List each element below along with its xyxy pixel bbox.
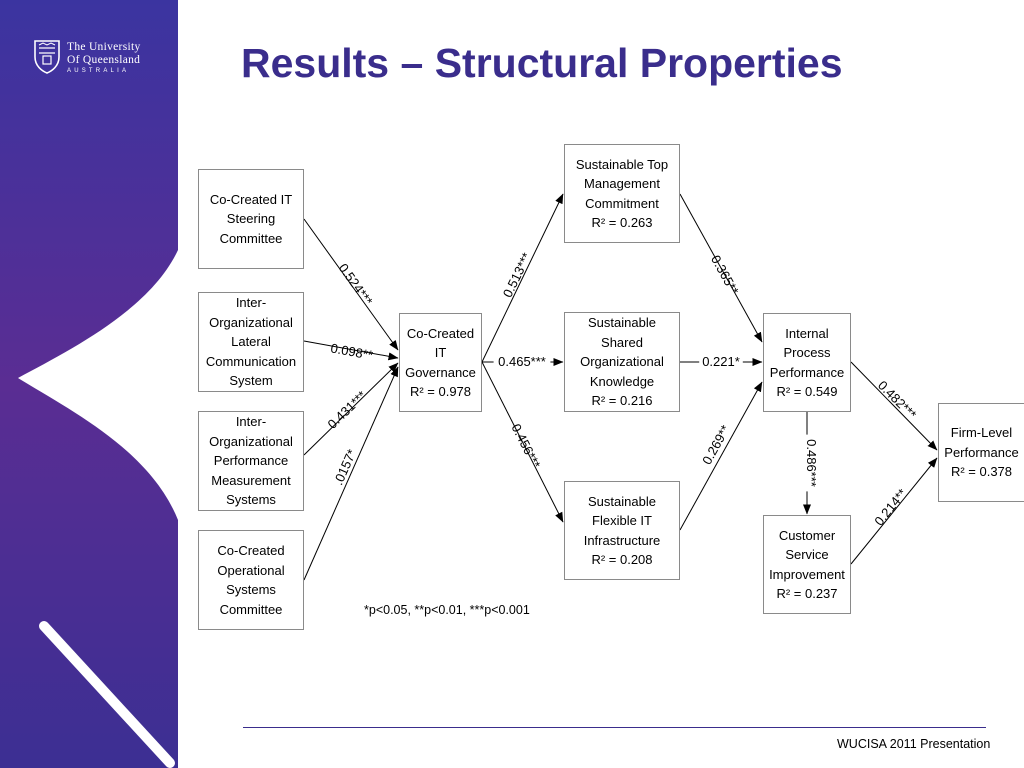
node-text: Sustainable — [588, 493, 656, 509]
node-text: Commitment — [585, 195, 659, 211]
logo-text-line3: AUSTRALIA — [67, 68, 130, 74]
node-text: Committee — [219, 601, 283, 617]
node-text: Lateral — [231, 334, 271, 350]
node-text: Governance — [405, 364, 476, 380]
node-text: Performance — [213, 453, 289, 469]
node-text: Knowledge — [589, 373, 655, 389]
university-logo[interactable]: The University Of Queensland AUSTRALIA — [34, 40, 174, 80]
node-r-squared: R² = 0.208 — [591, 552, 653, 567]
node-text: Sustainable Top — [575, 156, 669, 172]
node-text: Inter- — [235, 414, 267, 430]
node-text: Performance — [944, 444, 1019, 460]
node-text: Measurement — [211, 472, 291, 488]
node-text: Internal — [785, 325, 829, 341]
node-text: Organizational — [209, 314, 293, 330]
node-text: Systems — [226, 492, 276, 508]
node-text: Firm-Level — [950, 425, 1013, 441]
node-text: Organizational — [209, 433, 293, 449]
footer-text: WUCISA 2011 Presentation — [837, 737, 991, 751]
page-title: Results – Structural Properties — [241, 40, 843, 86]
node-text: Co-Created — [217, 543, 285, 558]
node-text: Infrastructure — [583, 532, 661, 548]
node-text: Improvement — [769, 566, 845, 582]
node-text: Shared — [601, 334, 643, 350]
significance-legend: *p<0.05, **p<0.01, ***p<0.001 — [364, 603, 530, 617]
node-text: System — [229, 373, 273, 389]
node-text: Service — [785, 547, 829, 562]
logo-text-line1: The University — [67, 41, 141, 53]
node-text: Systems — [226, 582, 276, 597]
node-text: Process — [783, 345, 831, 360]
node-text: Sustainable — [588, 315, 656, 331]
node-r-squared: R² = 0.237 — [776, 586, 838, 601]
node-text: Co-Created — [406, 325, 475, 341]
node-text: Committee — [219, 230, 283, 246]
node-r-squared: R² = 0.216 — [591, 393, 653, 409]
node-text: Management — [584, 176, 660, 191]
node-r-squared: R² = 0.378 — [950, 464, 1013, 480]
sidebar-band-shape — [0, 0, 178, 768]
node-text: Steering — [226, 211, 276, 227]
node-text: Co-Created IT — [209, 191, 293, 207]
node-text: IT — [434, 345, 447, 360]
decorative-stroke — [39, 621, 175, 768]
shield-crest-icon — [34, 40, 60, 74]
node-text: Communication — [205, 353, 297, 369]
node-text: Customer — [778, 527, 836, 543]
logo-text-line2: Of Queensland — [67, 54, 141, 66]
footer-divider — [243, 727, 986, 728]
node-text: Operational — [217, 562, 285, 578]
node-text: Flexible IT — [592, 513, 652, 528]
node-text: Inter- — [235, 295, 267, 311]
node-r-squared: R² = 0.263 — [591, 215, 653, 230]
node-r-squared: R² = 0.978 — [409, 384, 472, 399]
node-text: Organizational — [580, 354, 664, 370]
node-text: Performance — [769, 364, 845, 380]
node-r-squared: R² = 0.549 — [776, 384, 838, 399]
